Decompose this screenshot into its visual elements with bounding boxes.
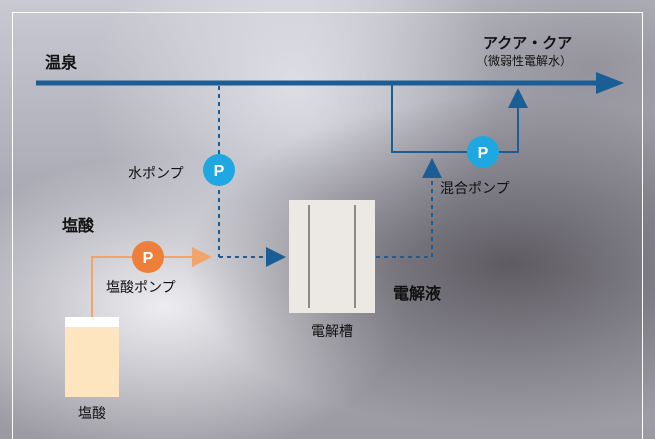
pump-symbol-text: P	[478, 145, 489, 162]
onsen-label: 温泉	[45, 53, 78, 72]
hcl-heading: 塩酸	[62, 216, 95, 235]
aqua-cure-sub-label: （微弱性電解水）	[476, 54, 573, 68]
mixing-pump-icon: P	[467, 136, 499, 168]
diagram-frame	[12, 12, 643, 439]
pump-symbol-text: P	[214, 163, 225, 180]
main-pipe-arrow-icon	[596, 72, 624, 94]
hcl-pump-label: 塩酸ポンプ	[106, 280, 176, 296]
bypass-pipe	[391, 83, 528, 153]
hcl-tank-label: 塩酸	[78, 406, 106, 422]
hcl-pump-icon: P	[132, 241, 164, 273]
hcl-tank-rim	[65, 317, 119, 327]
water-pump-icon: P	[203, 154, 235, 186]
mixing-pump-label: 混合ポンプ	[440, 181, 510, 197]
electrolysis-tank-label: 電解槽	[311, 324, 353, 340]
electrolysis-tank	[289, 200, 375, 313]
electrolyte-line	[376, 158, 442, 258]
electrolyzed-liquid-label: 電解液	[393, 284, 442, 303]
pump-symbol-text: P	[143, 250, 154, 267]
water-pump-label: 水ポンプ	[128, 166, 184, 182]
hcl-tank	[65, 327, 119, 397]
hcl-line	[91, 247, 212, 328]
aqua-cure-label: アクア・クア	[483, 34, 573, 52]
